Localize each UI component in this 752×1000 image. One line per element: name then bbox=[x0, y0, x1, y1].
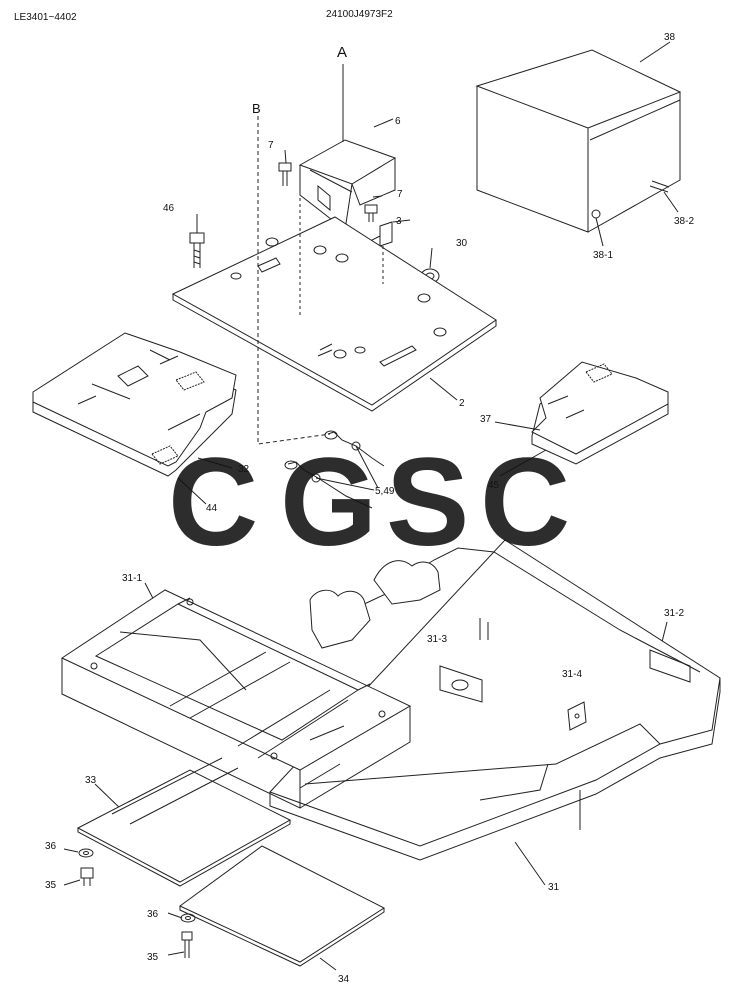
part-35-bolt-upper bbox=[80, 867, 94, 886]
part-labels: 38 6 7 7 46 3 30 38-1 38-2 2 37 32 45 5,… bbox=[45, 32, 694, 985]
watermark-letter-c1: C bbox=[168, 433, 258, 572]
label-33: 33 bbox=[85, 775, 97, 786]
label-6: 6 bbox=[395, 116, 401, 127]
leader-lines bbox=[63, 41, 679, 971]
label-36-upper: 36 bbox=[45, 841, 57, 852]
label-7-upper: 7 bbox=[268, 140, 274, 151]
part-5-49-cables bbox=[284, 430, 385, 509]
watermark-letter-s: S bbox=[386, 433, 469, 572]
part-37-mat-upper bbox=[531, 361, 669, 455]
part-33-cover-plate bbox=[76, 757, 292, 887]
part-6-bracket bbox=[298, 139, 397, 231]
label-36-lower: 36 bbox=[147, 909, 159, 920]
label-35-lower: 35 bbox=[147, 952, 159, 963]
label-2: 2 bbox=[459, 398, 465, 409]
part-7-bolt-lower bbox=[364, 204, 378, 222]
part-36-washer-lower bbox=[180, 913, 196, 923]
label-7-lower: 7 bbox=[397, 189, 403, 200]
part-32-mat-upper bbox=[32, 332, 237, 467]
label-31-2: 31-2 bbox=[664, 608, 684, 619]
label-31-4: 31-4 bbox=[562, 669, 582, 680]
label-38: 38 bbox=[664, 32, 676, 43]
part-31-base-frame bbox=[269, 539, 721, 861]
label-37: 37 bbox=[480, 414, 492, 425]
label-35-upper: 35 bbox=[45, 880, 57, 891]
label-32: 32 bbox=[238, 464, 250, 475]
part-31-1-open-frame bbox=[60, 589, 412, 809]
view-marker-b: B bbox=[252, 101, 261, 116]
serial-range: LE3401~4402 bbox=[14, 12, 77, 23]
part-34-cover-plate bbox=[179, 845, 386, 967]
label-45: 45 bbox=[488, 480, 500, 491]
view-marker-a: A bbox=[337, 44, 347, 61]
drawing-number: 24100J4973F2 bbox=[326, 9, 393, 20]
label-46: 46 bbox=[163, 203, 175, 214]
label-5-49: 5,49 bbox=[375, 486, 395, 497]
label-38-2: 38-2 bbox=[674, 216, 694, 227]
cgsc-watermark: C G S C bbox=[168, 433, 570, 572]
label-30: 30 bbox=[456, 238, 468, 249]
part-2-floor-plate bbox=[171, 216, 497, 412]
label-31-3: 31-3 bbox=[427, 634, 447, 645]
label-34: 34 bbox=[338, 974, 350, 985]
label-31-1: 31-1 bbox=[122, 573, 142, 584]
part-38-cover-box bbox=[475, 49, 682, 233]
label-44: 44 bbox=[206, 503, 218, 514]
watermark-letter-c2: C bbox=[480, 433, 570, 572]
watermark-letter-g: G bbox=[280, 433, 377, 572]
part-46-bolt bbox=[189, 232, 205, 268]
operator-hands-sketch bbox=[309, 560, 441, 649]
part-35-bolt-lower bbox=[181, 931, 193, 958]
label-38-1: 38-1 bbox=[593, 250, 613, 261]
part-36-washer-upper bbox=[78, 848, 94, 858]
label-3: 3 bbox=[396, 216, 402, 227]
label-31: 31 bbox=[548, 882, 560, 893]
part-7-bolt-upper bbox=[278, 162, 292, 186]
